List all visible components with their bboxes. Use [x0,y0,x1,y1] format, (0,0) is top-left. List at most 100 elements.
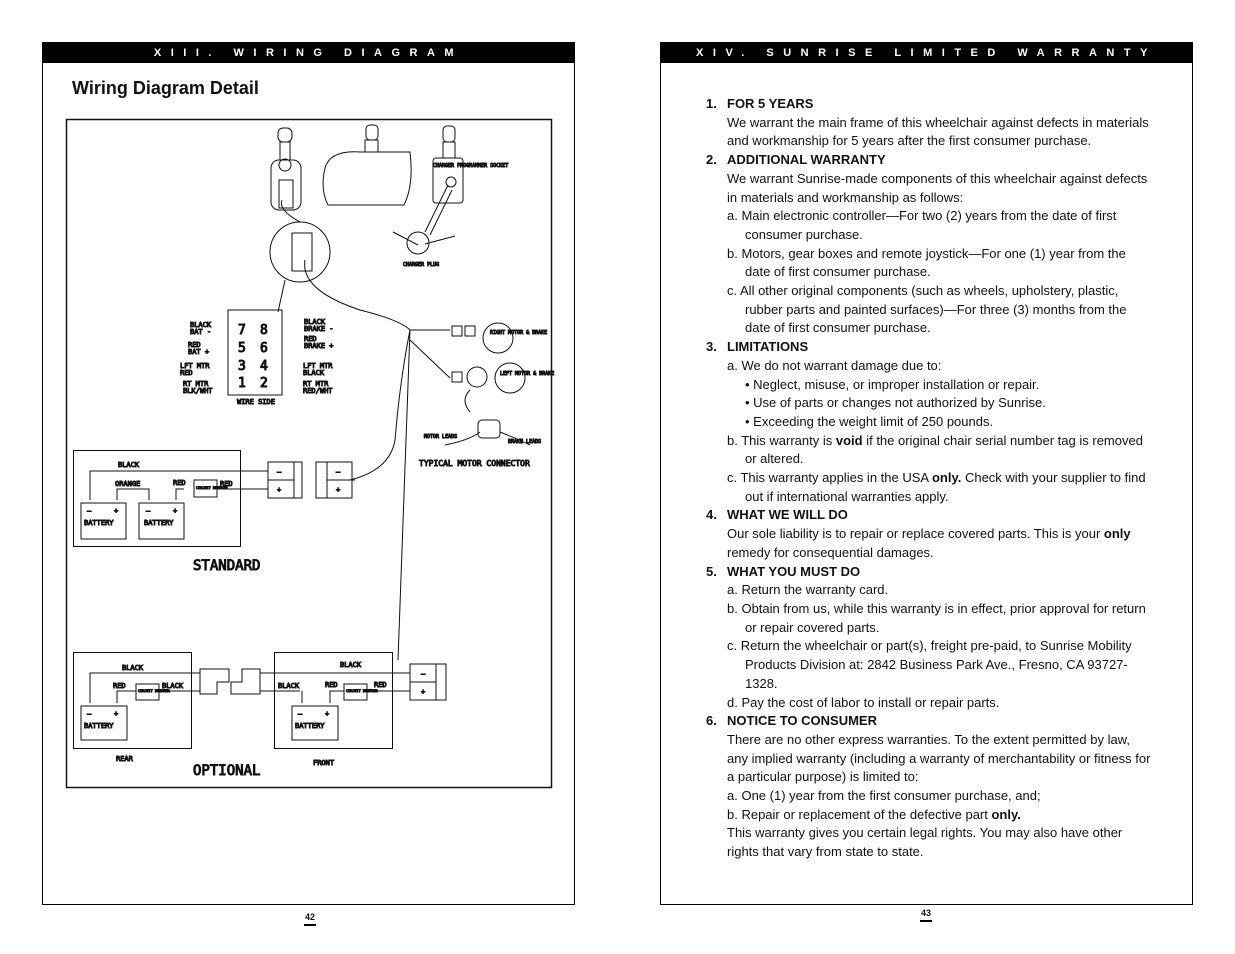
text-label: RED [325,681,338,689]
text-label: BLACK [303,369,325,377]
text-label: CIRCUIT BREAKER [138,689,171,693]
text-label: 7 [238,323,246,338]
text-label: 5 [238,341,246,356]
section-heading: 2.ADDITIONAL WARRANTY [706,151,1151,170]
warranty-text: 1.FOR 5 YEARS We warrant the main frame … [706,95,1151,862]
section-heading: 1.FOR 5 YEARS [706,95,1151,114]
text-label: – [87,507,92,515]
text-label: RED [374,681,387,689]
page-title: Wiring Diagram Detail [72,78,259,98]
text-label: MOTOR LEADS [424,434,457,440]
text-label: BLACK [118,461,140,469]
diagram-frame [65,118,553,789]
text-label: b. This warranty is [727,432,836,448]
text-label: RED [180,369,193,377]
text-label: 4 [260,359,268,374]
optional-label: OPTIONAL [193,763,260,779]
text-label: only [1103,526,1131,542]
text-label: 8 [260,323,268,338]
controller-box-icon [322,124,412,206]
pin-numbers: 7 8 5 6 3 4 1 2 [238,323,269,392]
text-label: c. All other original components (such a… [727,283,1127,336]
text-label: c. This warranty applies in the USA [727,470,932,486]
standard-battery-box [73,450,241,547]
text-label: BATTERY [144,519,174,527]
text-label: BLACK [340,661,362,669]
charger-plug-icon [406,231,430,255]
text-label: We warrant the main frame of this wheelc… [727,114,1149,149]
text-label: BLK/WHT [183,387,213,395]
battery [138,502,185,540]
joystick-remote-icon [270,127,302,211]
pin-connector [227,309,283,396]
text-label: c. Return the wheelchair or part(s), fre… [727,638,1132,691]
text-label: Check with your supplier to find out if … [745,470,1146,504]
text-label: 4. [706,507,717,523]
right-page: XIV. SUNRISE LIMITED WARRANTY [660,42,1193,905]
page-number: 43 [911,908,941,922]
text-label: RT MTR [303,380,329,388]
text-label: RED [173,479,186,487]
text-label: 1 [238,376,246,391]
text-label: a. Return the warranty card. [727,582,889,598]
text-label: NOTICE TO CONSUMER [727,713,877,729]
text-label: 5. [706,563,717,579]
section-header: XIII. WIRING DIAGRAM [43,43,574,63]
text-label: BRAKE + [304,342,334,350]
charger-plug-label: CHARGER PLUG [403,262,439,268]
standard-label: STANDARD [193,558,260,574]
text-label: BLACK [190,321,212,329]
right-motor-label: RIGHT MOTOR & BRAKE [490,330,547,336]
text-label: RED [188,341,201,349]
text-label: BATTERY [84,722,114,730]
text-label: BLACK [304,318,326,326]
circuit-breaker [193,479,218,498]
text-label: – [336,468,341,476]
text-label: b. Motors, gear boxes and remote joystic… [727,245,1126,280]
text-label: – [87,710,92,718]
battery [80,502,127,540]
text-label: + [114,507,118,515]
text-label: d. Pay the cost of labor to install or r… [727,694,1000,710]
connector-detail-circle [269,221,331,283]
front-battery-box [274,652,393,749]
text-label: WHAT WE WILL DO [727,507,848,523]
text-label: a. One (1) year from the first consumer … [727,788,1041,804]
text-label: 1. [706,96,717,111]
text-label: 2 [260,376,268,391]
text-label: BLACK [122,664,144,672]
connector-plug [199,668,261,695]
text-label: – [421,670,426,678]
text-label: 3. [706,339,717,355]
text-label: + [277,486,281,494]
typical-motor-connector-label: TYPICAL MOTOR CONNECTOR [419,459,530,468]
text-label: b. Repair or replacement of the defectiv… [727,806,992,822]
text-label: BLACK [162,682,184,690]
text-label: We warrant Sunrise-made components of th… [727,170,1148,205]
section-heading: 3. LIMITATIONS [706,338,1151,357]
text-label: b. Obtain from us, while this warranty i… [727,600,1146,635]
text-label: RED/WHT [303,387,333,395]
text-label: + [173,507,177,515]
wire-side-label: WIRE SIDE [237,398,275,406]
text-label: – [298,710,303,718]
text-label: remedy for consequential damages. [727,544,934,560]
text-label: – [146,507,151,515]
text-label: BATTERY [295,722,325,730]
text-label: • Exceeding the weight limit of 250 poun… [745,413,994,429]
section-header: XIV. SUNRISE LIMITED WARRANTY [661,43,1192,63]
text-label: LIMITATIONS [727,339,809,355]
text-label: if the original chair serial number tag … [745,432,1143,467]
text-label: a. Main electronic controller—For two (2… [727,208,1117,242]
charger-socket-label: CHARGER PROGRAMMER SOCKET [433,163,508,169]
text-label: RT MTR [183,380,209,388]
text-label: only. [991,806,1021,822]
text-label: void [835,432,863,448]
rear-battery-box [73,652,192,749]
left-page: XIII. WIRING DIAGRAM [42,42,575,905]
left-motor-circle [494,362,526,394]
text-label: + [325,710,329,718]
text-label: BRAKE - [304,325,334,333]
text-label: • Neglect, misuse, or improper installat… [745,376,1040,392]
